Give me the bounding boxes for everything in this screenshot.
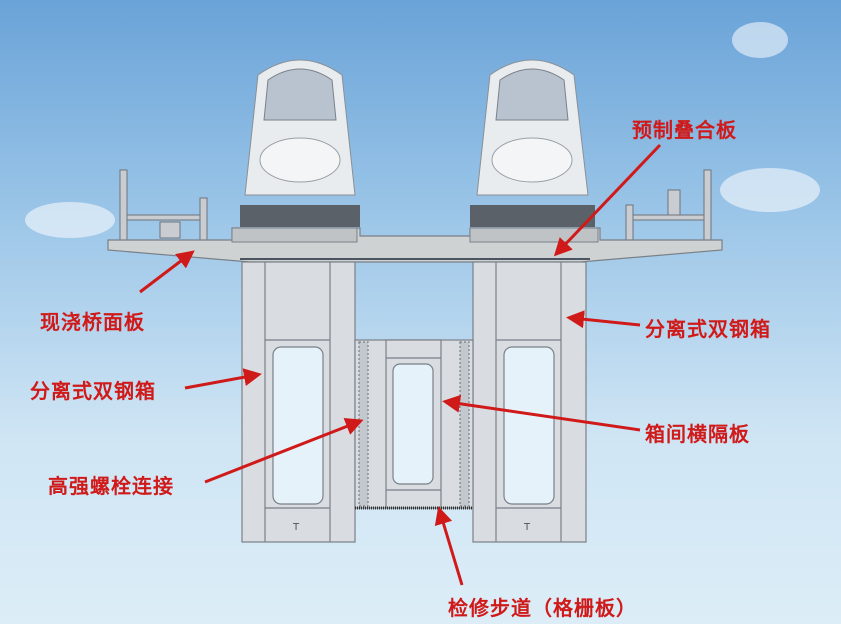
label-steel-box-right: 分离式双钢箱 (645, 317, 771, 341)
parapet-left (119, 169, 208, 241)
label-walkway: 检修步道（格栅板） (448, 596, 637, 620)
steel-box-left: T (241, 261, 356, 543)
parapet-right (625, 169, 712, 241)
svg-text:T: T (292, 522, 300, 533)
clouds (25, 22, 820, 238)
arrow-bolts (204, 418, 364, 484)
svg-text:T: T (523, 522, 531, 533)
arrow-box-left (184, 368, 262, 390)
label-cast-in-place-deck: 现浇桥面板 (40, 310, 145, 334)
bolt-strip-left (358, 341, 369, 507)
label-precast-slab: 预制叠合板 (632, 118, 737, 142)
arrow-precast-slab (553, 143, 662, 257)
train-right (470, 59, 595, 227)
steel-box-right: T (472, 261, 587, 543)
bolt-strip-right (459, 341, 470, 507)
arrow-cast-deck (139, 250, 195, 294)
arrow-walkway (434, 506, 464, 586)
label-steel-box-left: 分离式双钢箱 (30, 379, 156, 403)
arrow-box-right (566, 310, 641, 329)
label-bolt-connection: 高强螺栓连接 (48, 474, 174, 498)
inter-box-diaphragm (354, 339, 474, 510)
label-diaphragm: 箱间横隔板 (645, 422, 750, 446)
train-left (240, 59, 360, 227)
arrow-diaphragm (442, 394, 641, 432)
precast-slab-left (231, 227, 358, 243)
